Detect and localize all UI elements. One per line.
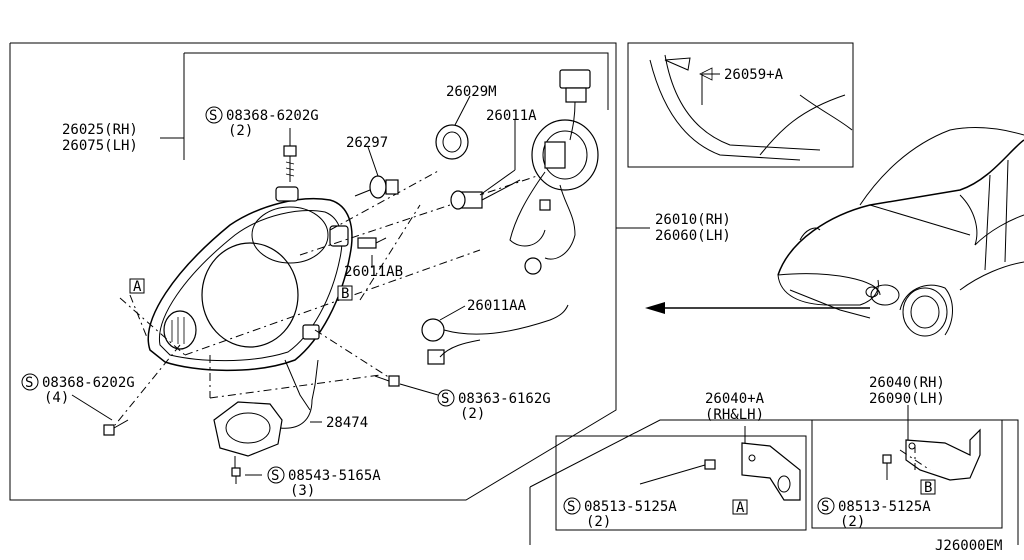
svg-text:S: S <box>25 375 33 391</box>
label-28474: 28474 <box>326 415 368 431</box>
screw-top <box>283 145 297 182</box>
label-08543: 08543-5165A <box>288 468 381 484</box>
label-26297: 26297 <box>346 135 388 151</box>
svg-text:S: S <box>209 108 217 124</box>
callout-leaders <box>71 95 650 476</box>
svg-text:S: S <box>821 499 829 515</box>
label-26040a-sub: (RH&LH) <box>705 407 764 423</box>
svg-text:S: S <box>271 468 279 484</box>
label-08363: 08363-6162G <box>458 391 551 407</box>
svg-text:B: B <box>924 480 932 496</box>
bulb-26011aa <box>421 304 569 365</box>
label-26011aa: 26011AA <box>467 298 527 314</box>
screw-symbol-bottom-left: S <box>21 373 39 391</box>
label-08368-bottom-qty: (4) <box>44 390 69 406</box>
ref-marker-b: B <box>337 285 353 302</box>
label-26090: 26090(LH) <box>869 391 945 407</box>
label-08513-right: 08513-5125A <box>838 499 931 515</box>
bracket-26040a-inset: A S 08513-5125A (2) <box>555 426 807 531</box>
label-26011ab: 26011AB <box>344 264 403 280</box>
label-26025: 26025(RH) <box>62 122 138 138</box>
label-26040a: 26040+A <box>705 391 765 407</box>
svg-text:A: A <box>133 279 142 295</box>
label-08543-qty: (3) <box>290 483 315 499</box>
bulb-26297 <box>354 175 399 199</box>
direction-arrow <box>645 302 870 314</box>
svg-text:A: A <box>736 500 745 516</box>
screw-08368-bottom <box>103 419 129 436</box>
label-08368-top: 08368-6202G <box>226 108 319 124</box>
bracket-26040-inset: B S 08513-5125A (2) <box>811 405 1003 530</box>
harness-26010 <box>509 69 599 275</box>
main-assembly-frame <box>9 42 617 501</box>
screw-08363 <box>374 375 400 387</box>
screw-symbol-top: S <box>205 106 223 124</box>
label-08363-qty: (2) <box>460 406 485 422</box>
diagram-code: J26000EM <box>935 538 1002 554</box>
headlamp-housing <box>147 186 353 411</box>
inset-bumper: 26059+A <box>627 42 854 168</box>
ballast-28474 <box>213 359 319 468</box>
bulb-26011a <box>450 179 521 210</box>
label-26059a: 26059+A <box>724 67 784 83</box>
svg-text:S: S <box>441 391 449 407</box>
dashed-leaders <box>114 169 541 426</box>
label-08513-left-qty: (2) <box>586 514 611 530</box>
socket-26029m <box>435 124 469 160</box>
label-08513-right-qty: (2) <box>840 514 865 530</box>
screw-symbol-08543: S <box>267 466 285 484</box>
svg-text:B: B <box>341 286 349 302</box>
label-26060: 26060(LH) <box>655 228 731 244</box>
label-08513-left: 08513-5125A <box>584 499 677 515</box>
label-26040: 26040(RH) <box>869 375 945 391</box>
screw-symbol-08363: S <box>437 389 455 407</box>
label-08368-bottom: 08368-6202G <box>42 375 135 391</box>
screw-08543 <box>231 467 241 484</box>
label-26075: 26075(LH) <box>62 138 138 154</box>
label-26010: 26010(RH) <box>655 212 731 228</box>
label-08368-top-qty: (2) <box>228 123 253 139</box>
ref-marker-a: A <box>129 278 145 295</box>
bulb-26011ab <box>357 237 387 249</box>
svg-text:S: S <box>567 499 575 515</box>
label-26029m: 26029M <box>446 84 497 100</box>
label-26011a: 26011A <box>486 108 537 124</box>
car-illustration <box>777 127 1024 337</box>
